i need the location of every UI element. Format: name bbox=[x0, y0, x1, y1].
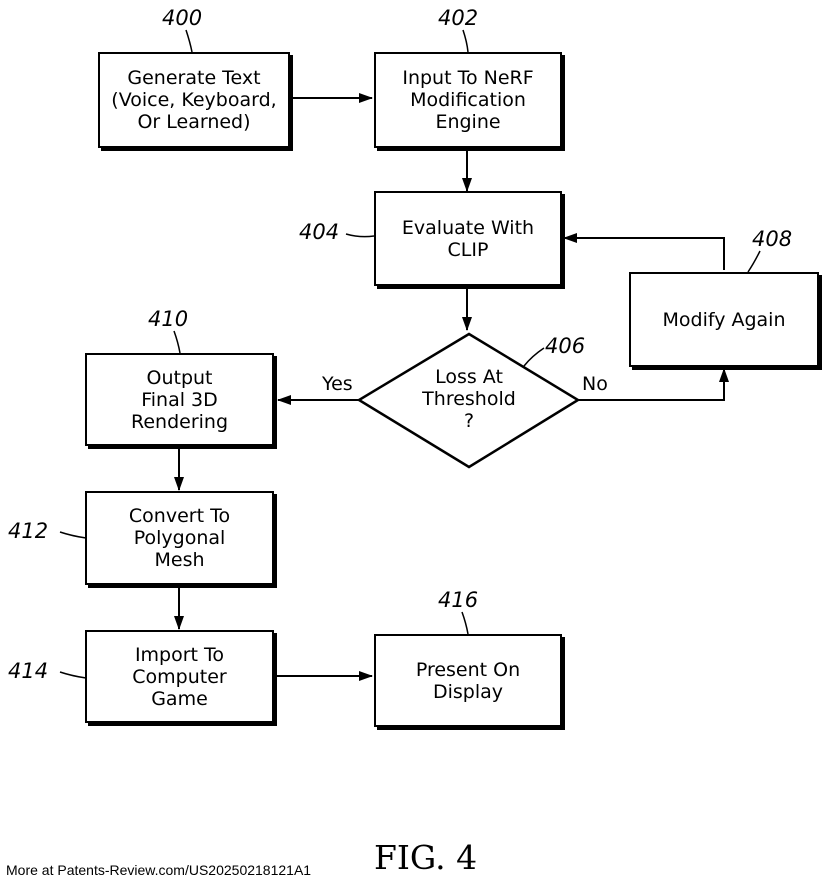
ref-numeral-414: 414 bbox=[8, 659, 48, 683]
box-generate-text-line-3: Or Learned) bbox=[137, 111, 250, 133]
box-import-to-game-line-1: Import To bbox=[135, 644, 224, 666]
box-present-on-display-line-1: Present On bbox=[416, 659, 520, 681]
leader-408 bbox=[748, 251, 760, 272]
box-import-to-game-line-3: Game bbox=[151, 688, 208, 710]
leader-410 bbox=[174, 331, 180, 353]
ref-numeral-406: 406 bbox=[545, 334, 585, 358]
decision-text: Loss At Threshold ? bbox=[394, 366, 544, 432]
leader-414 bbox=[60, 672, 86, 678]
leader-404 bbox=[346, 234, 374, 237]
box-output-final-rendering-line-2: Final 3D bbox=[141, 389, 218, 411]
decision-text-line-1: Loss At bbox=[394, 366, 544, 388]
box-present-on-display: Present On Display bbox=[374, 634, 562, 727]
ref-numeral-404: 404 bbox=[299, 220, 339, 244]
leader-406 bbox=[524, 348, 544, 366]
box-import-to-game: Import To Computer Game bbox=[85, 630, 274, 723]
ref-numeral-412: 412 bbox=[8, 519, 48, 543]
leader-416 bbox=[462, 612, 468, 634]
box-generate-text-line-1: Generate Text bbox=[127, 67, 260, 89]
leader-412 bbox=[60, 532, 86, 538]
figure-title: FIG. 4 bbox=[374, 838, 477, 877]
box-convert-to-mesh: Convert To Polygonal Mesh bbox=[85, 491, 274, 585]
decision-text-line-2: Threshold bbox=[394, 388, 544, 410]
box-import-to-game-line-2: Computer bbox=[132, 666, 226, 688]
box-input-to-nerf: Input To NeRF Modification Engine bbox=[374, 52, 562, 148]
leader-402 bbox=[463, 30, 468, 52]
box-generate-text: Generate Text (Voice, Keyboard, Or Learn… bbox=[98, 52, 290, 148]
box-modify-again-line-1: Modify Again bbox=[662, 309, 785, 331]
ref-numeral-408: 408 bbox=[752, 227, 792, 251]
decision-text-line-3: ? bbox=[394, 410, 544, 432]
box-present-on-display-line-2: Display bbox=[433, 681, 503, 703]
box-evaluate-with-clip: Evaluate With CLIP bbox=[374, 191, 562, 286]
box-convert-to-mesh-line-3: Mesh bbox=[154, 549, 204, 571]
box-input-to-nerf-line-2: Modification bbox=[410, 89, 526, 111]
edge-label-no: No bbox=[582, 373, 608, 395]
box-output-final-rendering: Output Final 3D Rendering bbox=[85, 353, 274, 446]
box-evaluate-with-clip-line-1: Evaluate With bbox=[402, 217, 534, 239]
ref-numeral-402: 402 bbox=[438, 6, 478, 30]
ref-numeral-400: 400 bbox=[162, 6, 202, 30]
box-generate-text-line-2: (Voice, Keyboard, bbox=[111, 89, 276, 111]
box-output-final-rendering-line-1: Output bbox=[147, 367, 213, 389]
box-input-to-nerf-line-1: Input To NeRF bbox=[402, 67, 533, 89]
box-convert-to-mesh-line-1: Convert To bbox=[129, 505, 230, 527]
arrow-408-to-404 bbox=[564, 238, 724, 270]
ref-numeral-410: 410 bbox=[148, 307, 188, 331]
leader-400 bbox=[186, 30, 192, 52]
edge-label-yes: Yes bbox=[322, 373, 353, 395]
box-convert-to-mesh-line-2: Polygonal bbox=[134, 527, 226, 549]
box-input-to-nerf-line-3: Engine bbox=[435, 111, 500, 133]
box-output-final-rendering-line-3: Rendering bbox=[131, 411, 228, 433]
ref-numeral-416: 416 bbox=[438, 588, 478, 612]
box-modify-again: Modify Again bbox=[629, 272, 819, 367]
source-footer: More at Patents-Review.com/US20250218121… bbox=[6, 862, 311, 878]
box-evaluate-with-clip-line-2: CLIP bbox=[448, 239, 489, 261]
